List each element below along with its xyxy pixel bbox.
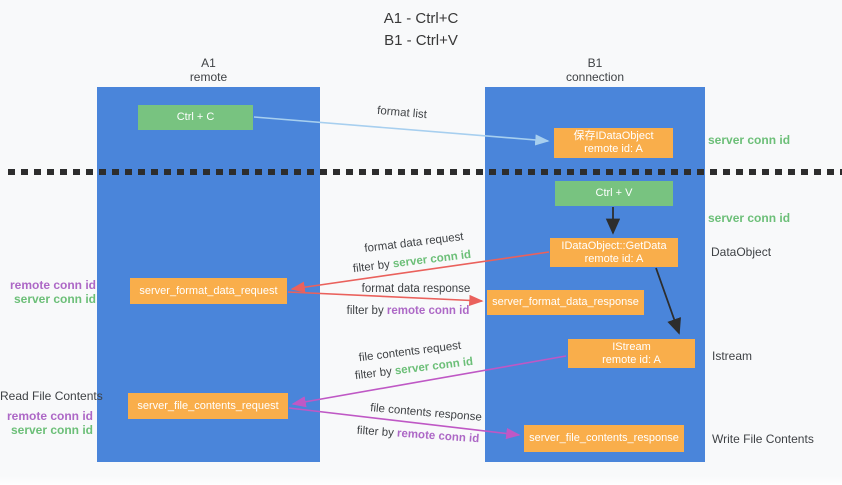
- node-ctrl-c: Ctrl + C: [138, 105, 253, 130]
- filter-by-text: filter by: [352, 258, 391, 276]
- node-istream-line2: remote id: A: [602, 353, 661, 366]
- lifeline-header-b1: B1 connection: [485, 56, 705, 84]
- left-remote-conn-id-bottom: remote conn id: [6, 409, 93, 423]
- node-save-idataobject-line2: remote id: A: [584, 143, 643, 155]
- node-getdata-line1: IDataObject::GetData: [561, 239, 667, 252]
- right-label-server-conn-id-top: server conn id: [708, 133, 791, 147]
- node-server-format-data-request: server_format_data_request: [130, 278, 287, 304]
- node-server-file-contents-response: server_file_contents_response: [524, 425, 684, 452]
- label-filter-by-remote-conn-id-1: filter by remote conn id: [340, 305, 476, 317]
- node-ctrl-v: Ctrl + V: [555, 181, 673, 206]
- remote-conn-id-text: remote conn id: [386, 305, 470, 317]
- diagram-title: A1 - Ctrl+C B1 - Ctrl+V: [0, 8, 842, 52]
- lifeline-a1-role: remote: [189, 70, 228, 84]
- server-conn-id-text: server conn id: [392, 248, 472, 271]
- right-label-server-conn-id-mid: server conn id: [708, 211, 791, 225]
- filter-by-text: filter by: [346, 305, 384, 317]
- remote-conn-id-text: remote conn id: [396, 427, 480, 446]
- right-label-dataobject: DataObject: [711, 245, 772, 259]
- label-filter-by-remote-conn-id-2: filter by remote conn id: [350, 424, 487, 446]
- label-format-data-response: format data response: [361, 283, 471, 295]
- server-conn-id-text: server conn id: [394, 355, 474, 378]
- node-save-idataobject: 保存IDataObject remote id: A: [554, 128, 673, 158]
- node-server-format-data-response-label: server_format_data_response: [492, 296, 639, 308]
- node-save-idataobject-line1: 保存IDataObject: [573, 130, 654, 142]
- left-label-conn-ids-top: remote conn id server conn id: [0, 278, 96, 306]
- node-ctrl-c-label: Ctrl + C: [176, 111, 215, 123]
- node-ctrl-v-label: Ctrl + V: [595, 187, 633, 199]
- label-format-list: format list: [376, 104, 428, 122]
- node-server-file-contents-request-label: server_file_contents_request: [137, 399, 279, 412]
- node-istream: IStream remote id: A: [568, 339, 695, 368]
- node-server-format-data-request-label: server_format_data_request: [139, 284, 278, 297]
- label-file-contents-response: file contents response: [369, 402, 483, 424]
- right-label-istream: Istream: [712, 349, 753, 363]
- lifeline-a1-name: A1: [201, 56, 216, 70]
- lifeline-b1-role: connection: [565, 70, 625, 84]
- filter-by-text: filter by: [354, 365, 393, 383]
- lifeline-header-a1: A1 remote: [97, 56, 320, 84]
- session-divider-dotted-line: [8, 169, 842, 175]
- left-server-conn-id-top: server conn id: [13, 292, 96, 306]
- left-read-file-contents: Read File Contents: [0, 389, 103, 403]
- node-server-format-data-response: server_format_data_response: [487, 290, 644, 315]
- node-istream-line1: IStream: [612, 340, 651, 353]
- left-server-conn-id-bottom: server conn id: [10, 423, 93, 437]
- left-remote-conn-id-top: remote conn id: [9, 278, 96, 292]
- bottom-fade: [0, 476, 842, 485]
- node-idataobject-getdata: IDataObject::GetData remote id: A: [550, 238, 678, 267]
- lifeline-b1-name: B1: [587, 56, 603, 70]
- left-label-read-file-contents-group: Read File Contents remote conn id server…: [0, 389, 103, 437]
- node-getdata-line2: remote id: A: [584, 252, 644, 265]
- right-label-write-file-contents: Write File Contents: [712, 432, 814, 446]
- title-line-b1: B1 - Ctrl+V: [384, 32, 458, 49]
- node-server-file-contents-response-label: server_file_contents_response: [529, 432, 679, 444]
- filter-by-text: filter by: [356, 424, 395, 440]
- title-line-a1: A1 - Ctrl+C: [383, 10, 459, 27]
- node-server-file-contents-request: server_file_contents_request: [128, 393, 288, 419]
